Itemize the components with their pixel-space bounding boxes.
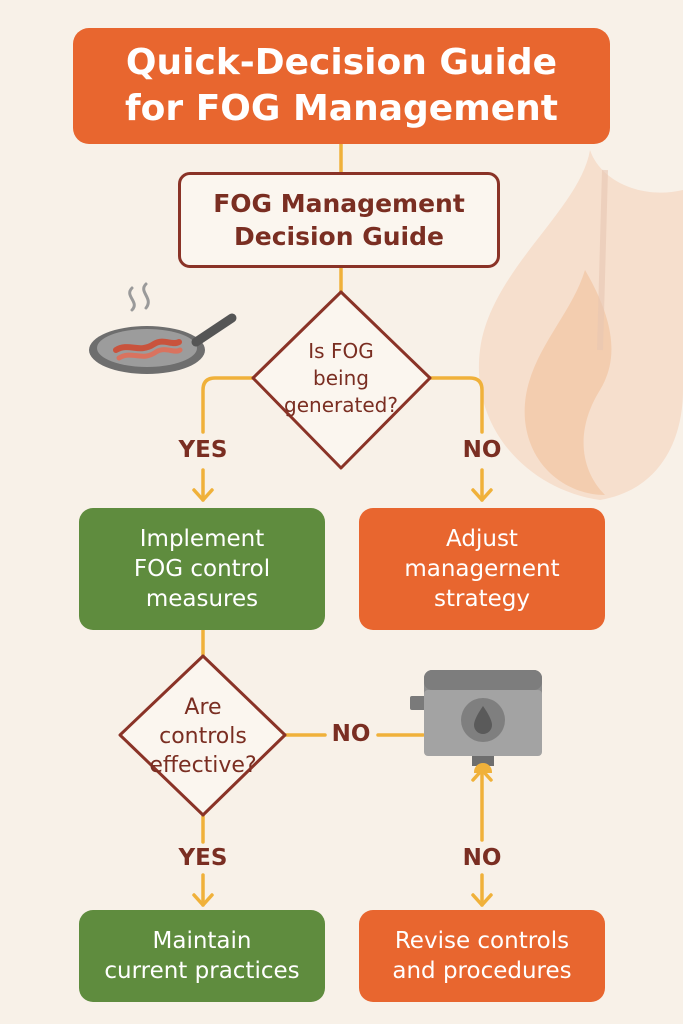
decision-1-yes-label: YES — [178, 437, 228, 463]
title-line-1: Quick-Decision Guide — [125, 42, 558, 83]
decision-2-yes-label: YES — [178, 845, 228, 871]
revise-line-2: and procedures — [392, 958, 572, 984]
decision-1-no-label: NO — [462, 437, 502, 463]
decision-2-line-2: controls — [159, 724, 247, 749]
subtitle-box: FOG Management Decision Guide — [178, 172, 500, 268]
adjust-line-1: Adjust — [446, 526, 518, 552]
decision-diamond-2 — [118, 654, 287, 817]
implement-line-2: FOG control — [133, 556, 271, 582]
subtitle-line-1: FOG Management — [213, 189, 465, 218]
flame-watermark-icon — [478, 150, 683, 500]
revise-controls-box: Revise controls and procedures — [359, 910, 605, 1002]
decision-1-line-3: generated? — [284, 393, 398, 417]
maintain-line-1: Maintain — [152, 928, 252, 954]
revise-line-1: Revise controls — [394, 928, 570, 954]
implement-controls-box: Implement FOG control measures — [79, 508, 325, 630]
title-banner: Quick-Decision Guide for FOG Management — [73, 28, 610, 144]
subtitle-line-2: Decision Guide — [234, 222, 444, 251]
decision-2-line-3: effective? — [149, 753, 257, 778]
frying-pan-icon — [89, 282, 237, 374]
adjust-strategy-box: Adjust managernent strategy — [359, 508, 605, 630]
maintain-line-2: current practices — [104, 958, 300, 984]
trap-no-label: NO — [462, 845, 502, 871]
adjust-line-2: managernent — [404, 556, 560, 582]
decision-1-line-1: Is FOG — [308, 339, 374, 363]
decision-1-question: Is FOG being generated? — [261, 338, 421, 419]
title-line-2: for FOG Management — [125, 88, 558, 129]
decision-2-line-1: Are — [184, 695, 222, 720]
maintain-practices-box: Maintain current practices — [79, 910, 325, 1002]
adjust-line-3: strategy — [434, 586, 530, 612]
decision-2-no-label: NO — [331, 721, 371, 747]
implement-line-1: Implement — [139, 526, 265, 552]
grease-trap-icon — [410, 670, 542, 773]
decision-diamond-1 — [251, 290, 432, 470]
decision-2-question: Are controls effective? — [128, 693, 278, 780]
decision-1-line-2: being — [313, 366, 369, 390]
implement-line-3: measures — [145, 586, 259, 612]
